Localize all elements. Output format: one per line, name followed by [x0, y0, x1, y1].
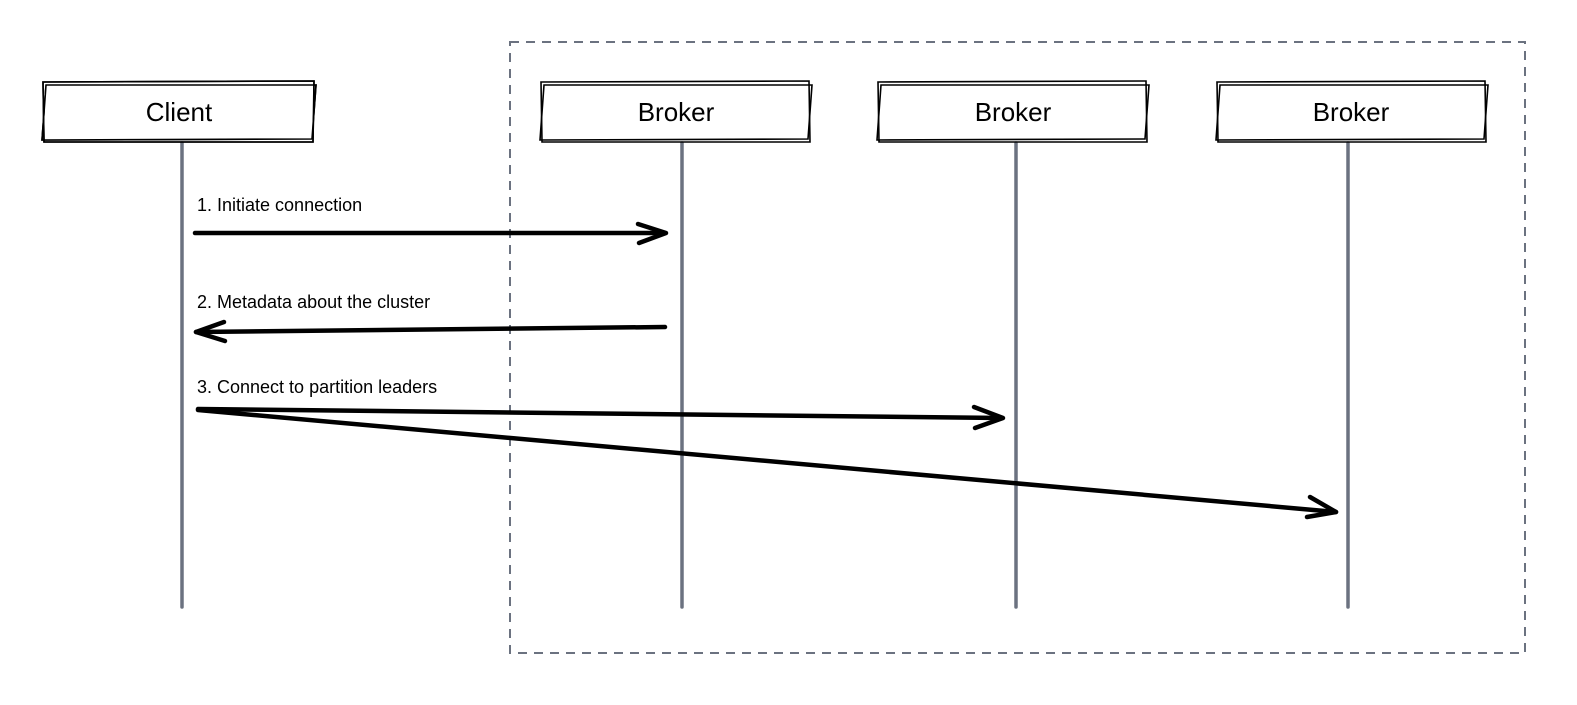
participant-label-broker-3: Broker — [1313, 97, 1390, 127]
message-arrow-3b — [195, 407, 1339, 515]
arrowhead-1 — [635, 221, 669, 246]
arrowhead-3b — [1304, 494, 1339, 520]
message-label-1: 1. Initiate connection — [197, 195, 362, 215]
participant-broker-1: Broker — [539, 80, 813, 143]
message-3: 3. Connect to partition leaders — [195, 377, 1339, 520]
message-arrow-3a — [195, 406, 1005, 421]
arrowhead-2 — [193, 319, 228, 344]
participant-broker-2: Broker — [876, 80, 1150, 143]
message-2: 2. Metadata about the cluster — [193, 292, 668, 344]
cluster-boundary — [509, 41, 1526, 654]
message-arrow-2 — [193, 324, 668, 335]
participant-label-client: Client — [146, 97, 213, 127]
message-label-3: 3. Connect to partition leaders — [197, 377, 437, 397]
message-label-2: 2. Metadata about the cluster — [197, 292, 430, 312]
arrowhead-3a — [971, 404, 1006, 431]
message-1: 1. Initiate connection — [192, 195, 669, 246]
participant-broker-3: Broker — [1215, 80, 1489, 143]
participant-label-broker-1: Broker — [638, 97, 715, 127]
participant-label-broker-2: Broker — [975, 97, 1052, 127]
participant-client: Client — [41, 80, 317, 143]
